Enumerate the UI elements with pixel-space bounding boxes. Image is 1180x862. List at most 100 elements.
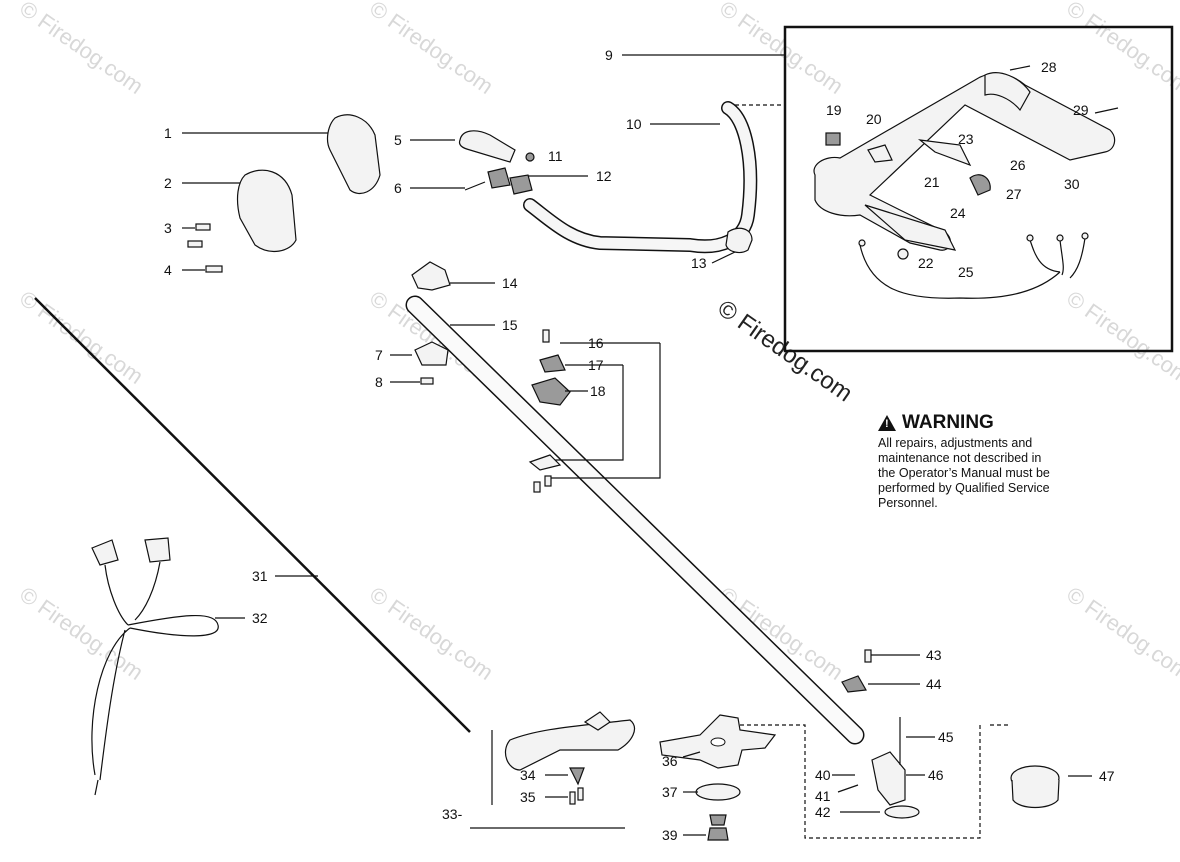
callout-43: 43 xyxy=(926,647,942,663)
callout-10: 10 xyxy=(626,116,642,132)
warning-title: WARNING xyxy=(902,412,994,433)
handle-grip-top xyxy=(984,72,1031,112)
callout-30: 30 xyxy=(1064,176,1080,192)
nut xyxy=(897,248,909,260)
callout-19: 19 xyxy=(826,102,842,118)
leader-line xyxy=(682,751,701,758)
stop-switch xyxy=(825,132,841,146)
callout-44: 44 xyxy=(926,676,942,692)
head-bracket xyxy=(841,675,867,693)
warning-icon: ! xyxy=(878,415,896,431)
callout-42: 42 xyxy=(815,804,831,820)
callout-27: 27 xyxy=(1006,186,1022,202)
watermark-tile: © Firedog.com xyxy=(1062,0,1180,99)
screw xyxy=(533,481,541,493)
callout-40: 40 xyxy=(815,767,831,783)
leader-line xyxy=(545,343,661,479)
guard-tab xyxy=(583,711,611,731)
screw xyxy=(577,787,584,801)
callout-5: 5 xyxy=(394,132,402,148)
screw xyxy=(420,377,434,385)
watermark-tile: © Firedog.com xyxy=(15,582,148,685)
warning-line: Personnel. xyxy=(878,496,938,510)
wire-terminal xyxy=(1026,234,1034,242)
callout-46: 46 xyxy=(928,767,944,783)
dashed-bracket xyxy=(740,724,981,839)
callout-15: 15 xyxy=(502,317,518,333)
shaft-tube xyxy=(407,297,863,743)
blade-hole xyxy=(710,737,726,747)
callout-20: 20 xyxy=(866,111,882,127)
throttle-trigger xyxy=(917,139,972,167)
wire-terminal xyxy=(1081,232,1089,240)
screw xyxy=(544,475,552,487)
harness-straps xyxy=(91,561,219,796)
wire-harness xyxy=(859,237,1086,299)
throttle-lockout xyxy=(969,174,991,196)
callout-37: 37 xyxy=(662,784,678,800)
callout-8: 8 xyxy=(375,374,383,390)
callout-32: 32 xyxy=(252,610,268,626)
wire-terminal xyxy=(1056,234,1064,242)
callout-22: 22 xyxy=(918,255,934,271)
callout-17: 17 xyxy=(588,357,604,373)
callout-47: 47 xyxy=(1099,768,1115,784)
leader-line xyxy=(545,365,624,461)
clamp-half xyxy=(509,174,533,195)
wire-terminal xyxy=(858,239,866,247)
nut xyxy=(525,152,535,162)
callout-34: 34 xyxy=(520,767,536,783)
screw xyxy=(1094,107,1119,114)
callout-23: 23 xyxy=(958,131,974,147)
mount-plate xyxy=(539,354,566,373)
callout-45: 45 xyxy=(938,729,954,745)
callout-35: 35 xyxy=(520,789,536,805)
watermark-tile: © Firedog.com xyxy=(365,0,498,99)
screw xyxy=(1009,65,1031,71)
callout-31: 31 xyxy=(252,568,268,584)
gear-head xyxy=(871,751,906,806)
cylinder-cover xyxy=(236,169,297,253)
drive-shaft xyxy=(34,297,471,733)
screw xyxy=(542,329,550,343)
watermark-tile: © Firedog.com xyxy=(1062,582,1180,685)
callout-11: 11 xyxy=(548,148,563,164)
screw xyxy=(464,181,486,191)
callout-36: 36 xyxy=(662,753,678,769)
leader-line xyxy=(837,784,859,793)
trimmer-head-body xyxy=(1011,779,1060,809)
screw xyxy=(864,649,872,663)
watermark-tile: © Firedog.com xyxy=(365,582,498,685)
callout-3: 3 xyxy=(164,220,172,236)
callout-7: 7 xyxy=(375,347,383,363)
blade-guard xyxy=(505,719,635,771)
callout-14: 14 xyxy=(502,275,518,291)
warning-heading: ! WARNING xyxy=(878,412,1108,434)
callout-2: 2 xyxy=(164,175,172,191)
thrust-washer xyxy=(884,805,920,819)
handle-housing xyxy=(813,73,1116,251)
callout-39: 39 xyxy=(662,827,678,843)
handle-grip xyxy=(458,130,516,163)
support-washer xyxy=(695,783,741,801)
callout-24: 24 xyxy=(950,205,966,221)
watermark-tile: © Firedog.com xyxy=(715,0,848,99)
callout-18: 18 xyxy=(590,383,606,399)
clamp xyxy=(487,167,511,189)
callout-26: 26 xyxy=(1010,157,1026,173)
warning-line: the Operator’s Manual must be xyxy=(878,466,1050,480)
warning-notice: ! WARNING All repairs, adjustments and m… xyxy=(878,412,1108,511)
clamp-bracket xyxy=(414,341,449,366)
washer xyxy=(709,814,727,826)
leader-line xyxy=(711,251,736,264)
callout-16: 16 xyxy=(588,335,604,351)
lower-bracket xyxy=(528,454,562,471)
screw xyxy=(569,791,576,805)
blade-nut xyxy=(707,827,729,841)
callout-4: 4 xyxy=(164,262,172,278)
handle-clamp xyxy=(725,227,753,254)
screw xyxy=(187,240,203,248)
callout-21: 21 xyxy=(924,174,940,190)
